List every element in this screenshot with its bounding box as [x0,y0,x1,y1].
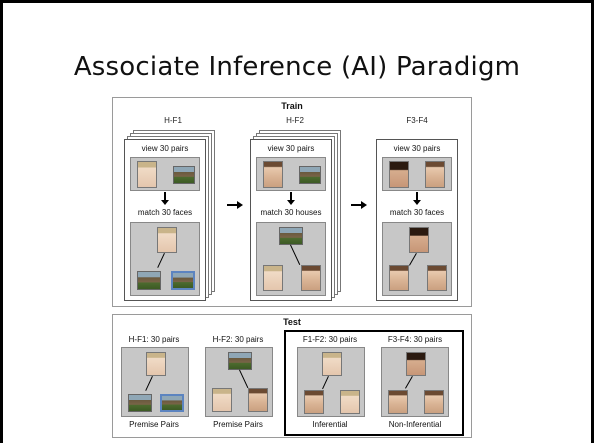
test-condition-4-header: F3-F4: 30 pairs [387,335,443,344]
connector-line [157,253,165,268]
female-face-image [157,227,177,253]
house-image [173,166,195,184]
female-face-image [406,352,426,376]
match-box [256,222,326,296]
female-face-image [263,265,283,291]
house-image [228,352,252,370]
slide-title: Associate Inference (AI) Paradigm [73,52,521,82]
test-condition-4-box [381,347,449,417]
male-face-image [301,265,321,291]
house-image [128,394,152,412]
connector-line [239,369,249,389]
test-condition-1-header: H-F1: 30 pairs [128,335,180,344]
test-condition-2-header: H-F2: 30 pairs [212,335,264,344]
train-title: Train [281,101,303,111]
house-image [137,271,161,290]
connector-line [405,376,413,389]
house-image [160,394,184,412]
test-condition-4-footer: Non-Inferential [388,420,442,429]
female-face-image [146,352,166,376]
female-face-image [340,390,360,414]
train-card-3-top-text: view 30 pairs [393,144,441,153]
female-face-image [389,161,409,188]
house-image [279,227,303,245]
male-face-image [425,161,445,188]
male-face-image [427,265,447,291]
train-col-label-3: F3-F4 [406,116,428,125]
male-face-image [263,161,283,188]
male-face-image [304,390,324,414]
view-pair-box [130,157,200,191]
female-face-image [212,388,232,412]
train-panel: Train H-F1 view 30 pairs match 30 faces … [112,97,472,307]
male-face-image [424,390,444,414]
inferential-group-box [284,330,464,436]
test-title: Test [283,317,301,327]
test-condition-2-footer: Premise Pairs [213,420,263,429]
train-card-1: view 30 pairs match 30 faces [124,139,206,301]
test-panel: Test H-F1: 30 pairs Premise Pairs H-F2: … [112,314,472,438]
train-card-1-top-text: view 30 pairs [141,144,189,153]
male-face-image [248,388,268,412]
female-face-image [409,227,429,253]
train-card-3-bottom-text: match 30 faces [389,208,445,217]
test-condition-3-footer: Inferential [312,420,348,429]
train-col-label-2: H-F2 [286,116,304,125]
match-box [382,222,452,296]
view-pair-box [256,157,326,191]
test-condition-1-box [121,347,189,417]
train-card-2-top-text: view 30 pairs [267,144,315,153]
train-card-2-bottom-text: match 30 houses [260,208,322,217]
female-face-image [322,352,342,376]
connector-line [322,376,329,390]
test-condition-3-header: F1-F2: 30 pairs [302,335,358,344]
view-pair-box [382,157,452,191]
connector-line [290,244,301,265]
match-box [130,222,200,296]
train-card-1-bottom-text: match 30 faces [137,208,193,217]
female-face-image [137,161,157,188]
male-face-image [388,390,408,414]
test-condition-2-box [205,347,273,417]
house-image [299,166,321,184]
test-condition-3-box [297,347,365,417]
connector-line [145,376,153,391]
train-card-2: view 30 pairs match 30 houses [250,139,332,301]
train-card-3: view 30 pairs match 30 faces [376,139,458,301]
male-face-image [389,265,409,291]
connector-line [409,253,417,266]
house-image [171,271,195,290]
train-col-label-1: H-F1 [164,116,182,125]
test-condition-1-footer: Premise Pairs [129,420,179,429]
